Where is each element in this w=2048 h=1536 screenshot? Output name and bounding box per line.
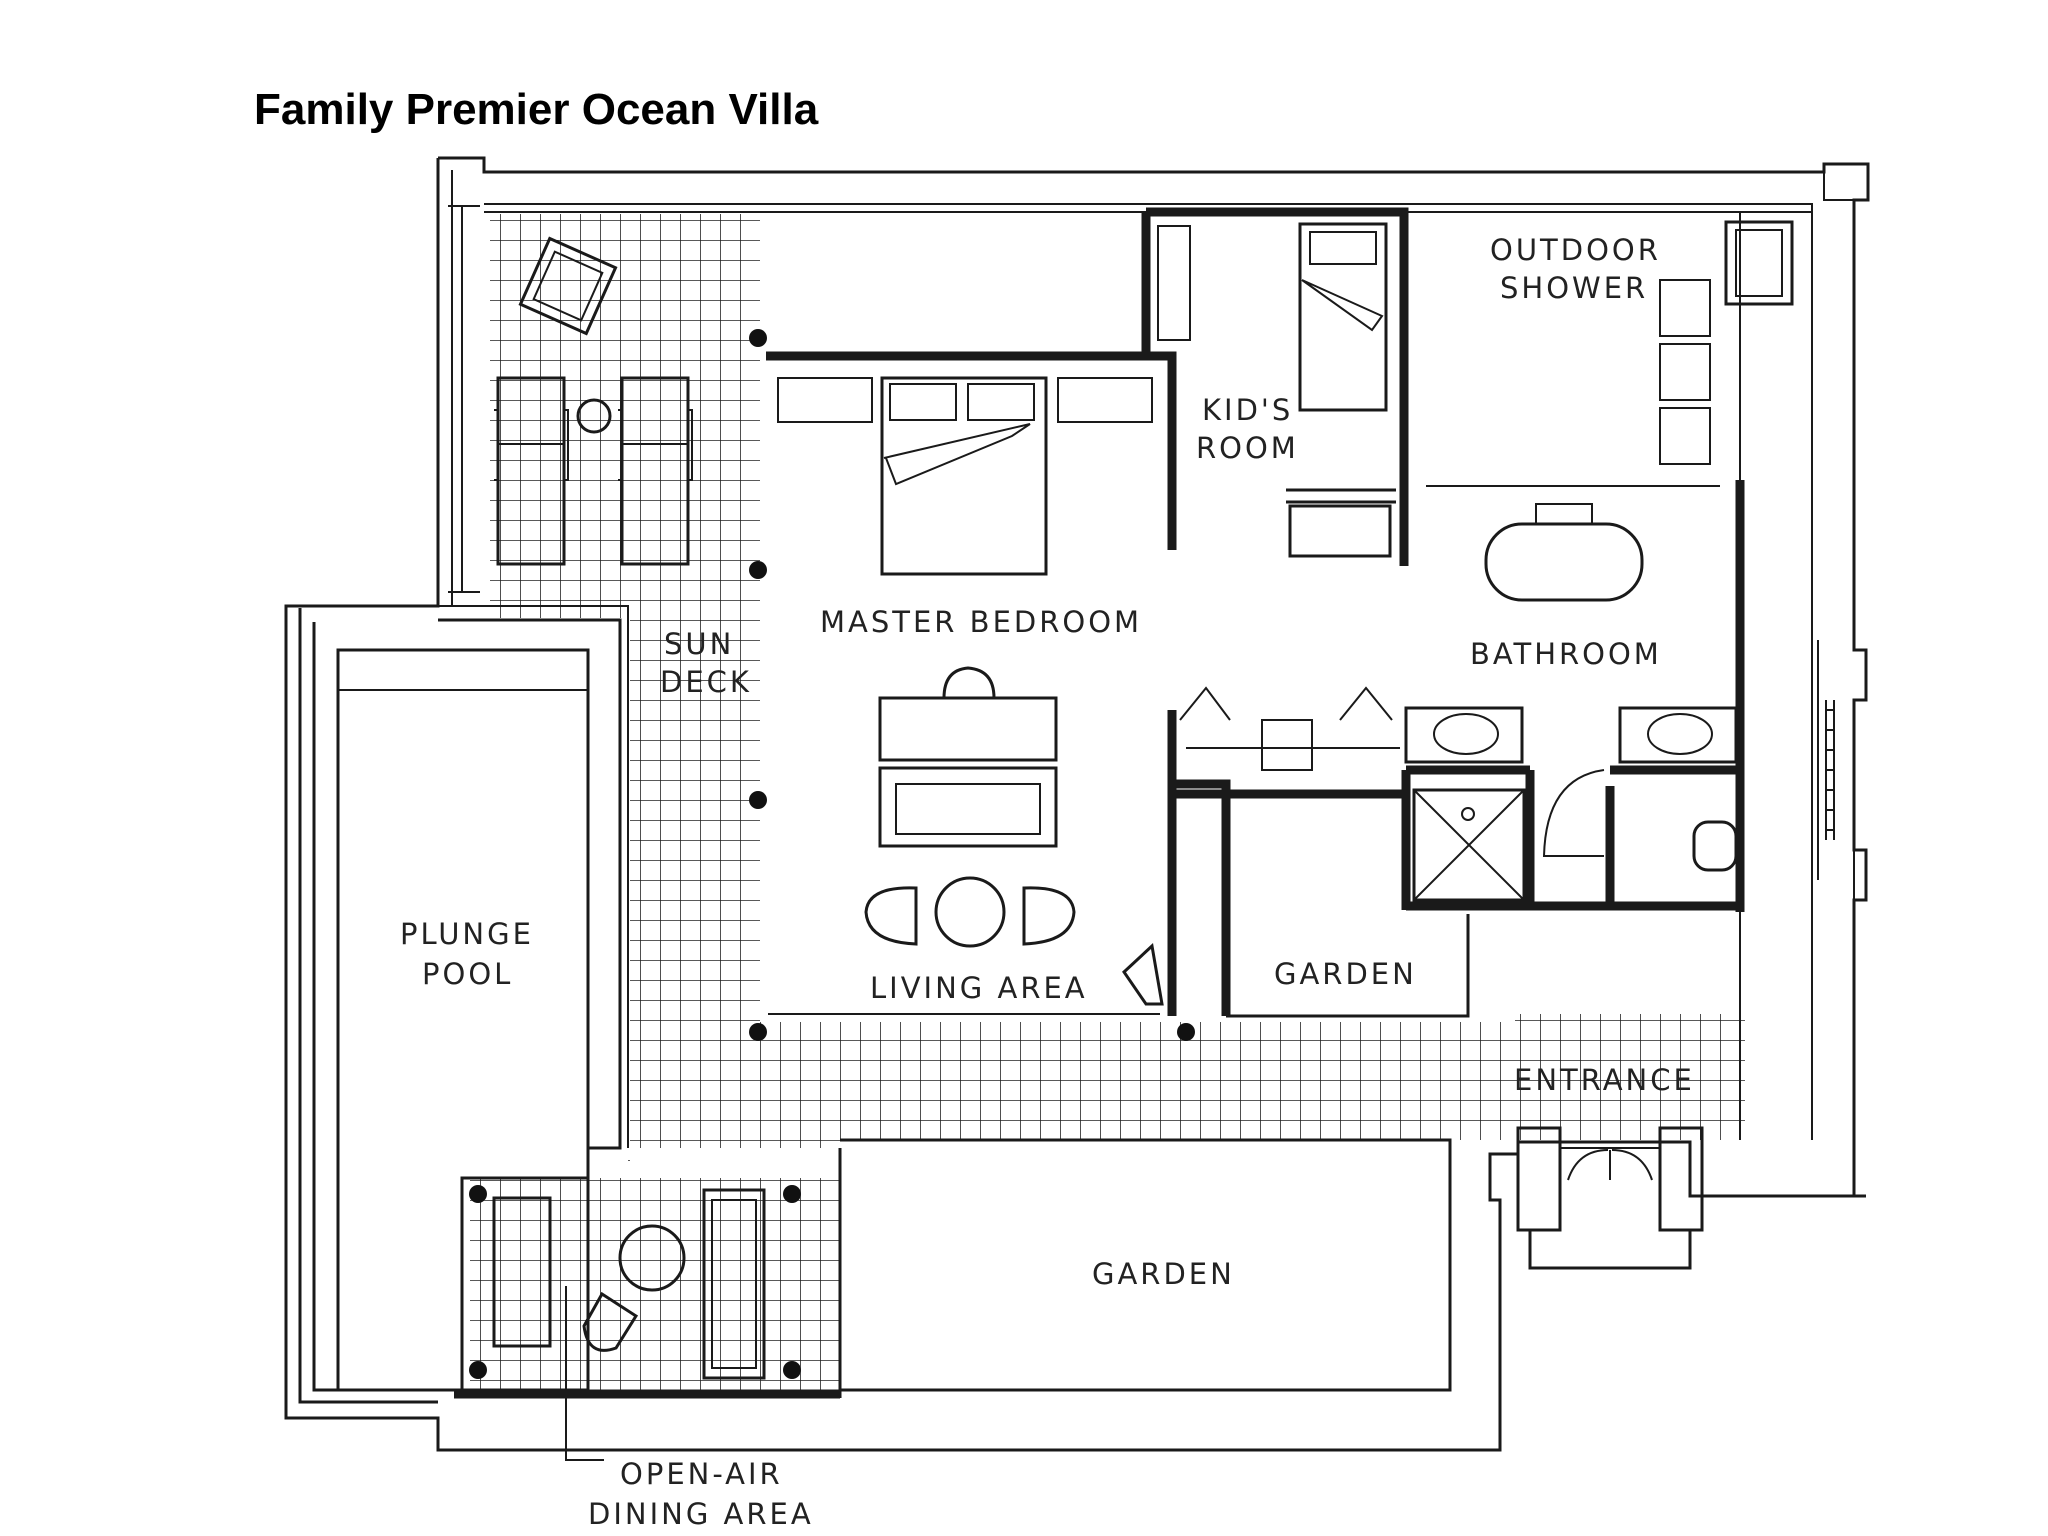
shower-stall xyxy=(1412,788,1526,902)
label-master-bedroom: MASTER BEDROOM xyxy=(820,605,1142,639)
outdoor-shower-tray xyxy=(1724,220,1794,306)
label-kids-room-line2: ROOM xyxy=(1196,431,1299,465)
open-air-dining-area xyxy=(454,1138,1452,1461)
label-dining-line2: DINING AREA xyxy=(588,1497,814,1531)
label-bathroom: BATHROOM xyxy=(1470,637,1662,671)
dining-bench-right xyxy=(702,1188,766,1380)
vanity-left xyxy=(1404,706,1524,764)
sofa xyxy=(878,766,1058,848)
master-bed xyxy=(880,376,1048,576)
label-plunge-pool-line2: POOL xyxy=(422,957,513,991)
desk xyxy=(878,696,1058,762)
label-garden-inner: GARDEN xyxy=(1274,957,1417,991)
kids-bed xyxy=(1298,222,1388,412)
dining-chair xyxy=(582,1291,639,1352)
label-garden-main: GARDEN xyxy=(1092,1257,1235,1291)
room-labels: OUTDOOR SHOWER KID'S ROOM MASTER BEDROOM… xyxy=(400,233,1695,1531)
bathroom-fixtures xyxy=(1179,220,1794,902)
label-entrance: ENTRANCE xyxy=(1514,1063,1695,1097)
sun-deck-tiles xyxy=(490,214,1745,1176)
dining-table xyxy=(618,1224,686,1292)
label-kids-room-line1: KID'S xyxy=(1202,393,1293,427)
interior-walls xyxy=(749,207,1745,1041)
label-plunge-pool-line1: PLUNGE xyxy=(400,917,534,951)
label-outdoor-shower-line2: SHOWER xyxy=(1500,271,1648,305)
vanity-right xyxy=(1618,706,1738,764)
coffee-table xyxy=(934,876,1006,948)
sun-deck-furniture xyxy=(494,236,693,566)
outer-walls xyxy=(284,156,1870,1452)
toilet xyxy=(1692,820,1738,872)
label-outdoor-shower-line1: OUTDOOR xyxy=(1490,233,1661,267)
dining-bench-left xyxy=(492,1196,552,1348)
entrance xyxy=(1516,1126,1704,1270)
label-living-area: LIVING AREA xyxy=(870,971,1088,1005)
label-sun-deck-line2: DECK xyxy=(660,665,752,699)
kids-room-furniture xyxy=(1286,222,1396,558)
dining-area-tiles xyxy=(470,1178,840,1396)
plan-title: Family Premier Ocean Villa xyxy=(254,85,819,134)
master-bedroom-furniture xyxy=(777,376,1164,1006)
label-dining-line1: OPEN-AIR xyxy=(620,1457,783,1491)
label-sun-deck-line1: SUN xyxy=(664,627,734,661)
interior-floors xyxy=(768,214,1768,1014)
